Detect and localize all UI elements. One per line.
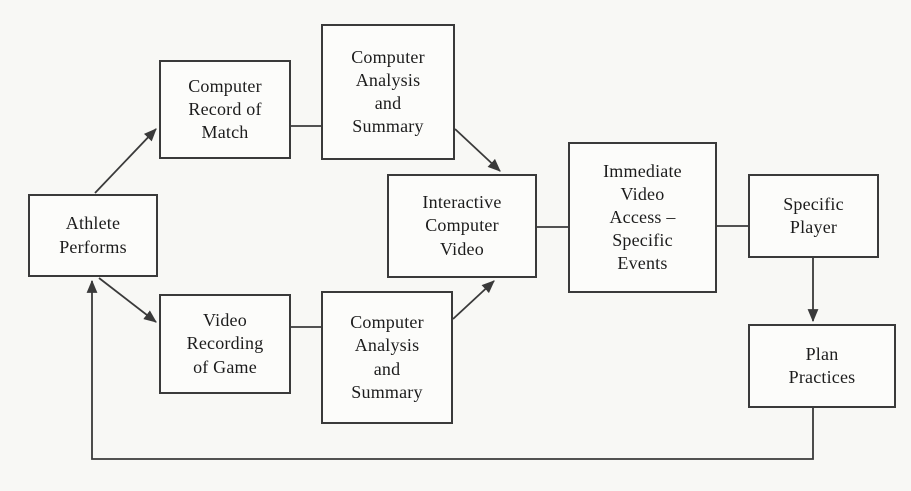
node-video-recording-of-game: Video Recording of Game bbox=[159, 294, 291, 394]
node-computer-analysis-summary-top: Computer Analysis and Summary bbox=[321, 24, 455, 160]
edge-analysis-top-to-interactive bbox=[454, 128, 501, 172]
node-athlete-performs-label: Athlete Performs bbox=[59, 213, 127, 257]
edge-athlete-to-record bbox=[94, 128, 157, 194]
node-video-recording-of-game-label: Video Recording of Game bbox=[186, 310, 264, 377]
edge-analysis-bottom-to-interactive bbox=[452, 280, 495, 320]
node-computer-record-of-match: Computer Record of Match bbox=[159, 60, 291, 159]
node-specific-player-label: Specific Player bbox=[783, 193, 844, 237]
edge-plan-feedback-to-athlete bbox=[86, 279, 814, 460]
node-specific-player: Specific Player bbox=[748, 174, 879, 258]
node-athlete-performs: Athlete Performs bbox=[28, 194, 158, 277]
node-plan-practices: Plan Practices bbox=[748, 324, 896, 408]
node-immediate-video-access: Immediate Video Access – Specific Events bbox=[568, 142, 717, 293]
node-interactive-computer-video: Interactive Computer Video bbox=[387, 174, 537, 278]
edge-athlete-to-video-recording bbox=[98, 277, 157, 323]
node-computer-analysis-summary-bottom: Computer Analysis and Summary bbox=[321, 291, 453, 424]
node-plan-practices-label: Plan Practices bbox=[788, 343, 856, 387]
node-interactive-computer-video-label: Interactive Computer Video bbox=[422, 192, 502, 259]
node-immediate-video-access-label: Immediate Video Access – Specific Events bbox=[603, 160, 682, 274]
node-computer-analysis-summary-bottom-label: Computer Analysis and Summary bbox=[350, 312, 424, 402]
node-computer-analysis-summary-top-label: Computer Analysis and Summary bbox=[351, 46, 425, 137]
node-computer-record-of-match-label: Computer Record of Match bbox=[188, 75, 262, 143]
